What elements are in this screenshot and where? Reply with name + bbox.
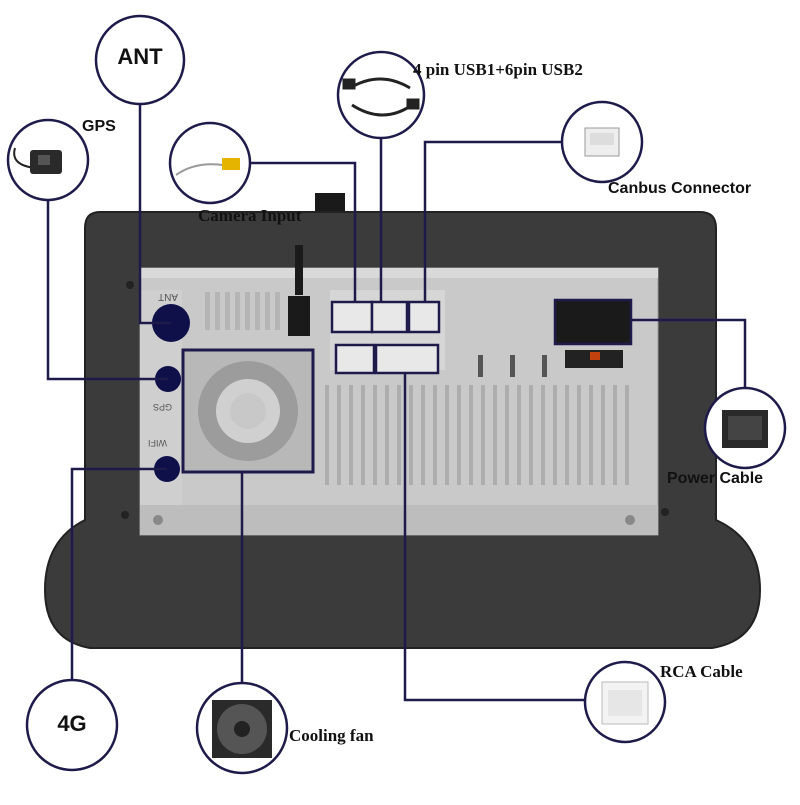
4g-callout — [25, 678, 119, 772]
cooling-fan-on-device — [181, 348, 315, 474]
gps-label: GPS — [82, 118, 116, 135]
rca-label: RCA Cable — [660, 662, 743, 681]
device-ant-text: ANT — [158, 291, 178, 302]
ant-callout — [94, 14, 186, 106]
canbus-connector-icon — [584, 127, 620, 157]
ant-label: ANT — [117, 44, 163, 69]
usb-cable-icon — [342, 77, 420, 117]
device-gps-text: GPS — [153, 402, 173, 412]
canbus-label: Canbus Connector — [608, 180, 752, 197]
4g-label: 4G — [57, 711, 87, 736]
device-wifi-text: WIFI — [148, 438, 167, 448]
cooling-fan-icon — [212, 700, 272, 758]
camera-cable-icon — [175, 158, 240, 176]
connector-outlines — [330, 298, 633, 375]
usb-callout — [336, 50, 426, 140]
power-connector-icon — [722, 410, 768, 448]
camera-label: Camera Input — [198, 206, 302, 225]
power-label: Power Cable — [667, 470, 764, 487]
leader-lines — [46, 100, 747, 702]
camera-callout — [168, 121, 252, 205]
rca-connector-icon — [601, 681, 649, 725]
usb-label: 4 pin USB1+6pin USB2 — [413, 60, 583, 79]
fan-label: Cooling fan — [289, 726, 374, 745]
gps-antenna-icon — [13, 147, 62, 174]
